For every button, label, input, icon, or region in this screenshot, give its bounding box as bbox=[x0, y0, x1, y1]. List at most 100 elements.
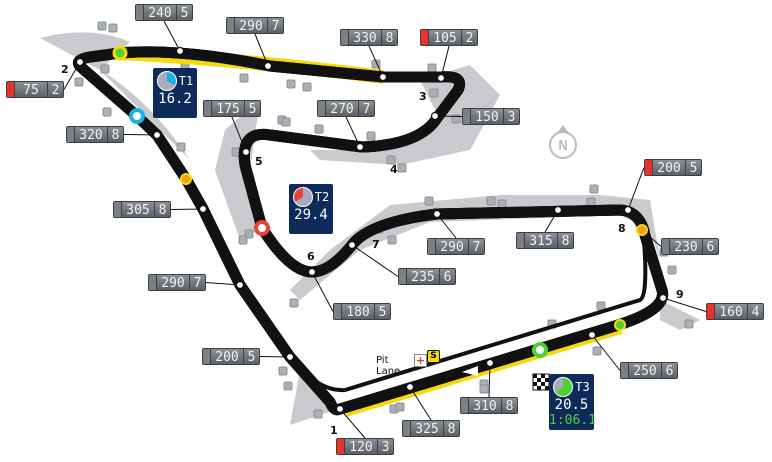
speed-value: 120 bbox=[345, 439, 378, 455]
marker-square bbox=[74, 77, 84, 87]
speed-trap-point bbox=[175, 46, 185, 56]
gear-value: 5 bbox=[180, 6, 189, 21]
marker-square bbox=[397, 163, 407, 173]
marker-square bbox=[238, 235, 248, 245]
leader-line bbox=[662, 297, 707, 312]
turn-6: 6 bbox=[307, 250, 315, 263]
indicator bbox=[621, 363, 629, 378]
leader-line bbox=[544, 209, 559, 233]
finish-marker[interactable] bbox=[532, 342, 548, 358]
marker-green bbox=[112, 45, 128, 61]
speed-trap-point bbox=[378, 72, 388, 82]
speed-trap-point bbox=[405, 382, 415, 392]
leader-line bbox=[163, 20, 181, 52]
gear-value: 8 bbox=[111, 128, 120, 143]
marker-green bbox=[614, 319, 626, 331]
speed-value: 325 bbox=[411, 421, 444, 437]
speed-value: 230 bbox=[670, 239, 703, 255]
gear-value: 5 bbox=[689, 161, 698, 176]
indicator bbox=[463, 109, 471, 124]
marker-square bbox=[366, 131, 376, 141]
gear-value: 6 bbox=[706, 240, 715, 255]
sector-label: T3 bbox=[575, 380, 590, 394]
speed-trap-point bbox=[152, 130, 162, 140]
speed-trap-point bbox=[75, 57, 85, 67]
gear-value: 6 bbox=[443, 270, 452, 285]
marker-square bbox=[427, 63, 437, 73]
marker-square bbox=[302, 82, 312, 92]
indicator bbox=[662, 239, 670, 254]
pit-lane-label: Pit Lane bbox=[376, 355, 401, 377]
leader-line bbox=[339, 408, 366, 439]
leader-line bbox=[254, 33, 269, 67]
sector1-marker[interactable] bbox=[129, 108, 145, 124]
braking-indicator bbox=[7, 82, 15, 97]
speed-value: 270 bbox=[326, 101, 359, 117]
speed-trap-point bbox=[235, 280, 245, 290]
leader-lines bbox=[63, 20, 707, 439]
trap-points bbox=[75, 46, 668, 414]
direction-arrow-icon bbox=[462, 366, 478, 376]
indicator bbox=[203, 349, 211, 364]
marker-square bbox=[497, 199, 507, 209]
gear-value: 5 bbox=[247, 350, 256, 365]
marker-square bbox=[589, 184, 599, 194]
marker-square bbox=[313, 409, 323, 419]
gear-value: 5 bbox=[378, 305, 387, 320]
marker-square bbox=[176, 142, 186, 152]
speed-value: 160 bbox=[715, 304, 748, 320]
speed-trap-point bbox=[430, 111, 440, 121]
leader-line bbox=[205, 282, 241, 286]
speed-trap-point bbox=[285, 352, 295, 362]
speed-value: 290 bbox=[436, 239, 469, 255]
leader-line bbox=[231, 116, 247, 153]
turn-1: 1 bbox=[330, 424, 338, 437]
indicator bbox=[399, 269, 407, 284]
sector2-marker[interactable] bbox=[254, 220, 270, 236]
marker-square bbox=[97, 21, 107, 31]
leader-line bbox=[409, 386, 432, 421]
sector-time: 20.5 bbox=[554, 397, 589, 413]
marker-square bbox=[289, 298, 299, 308]
speed-trap-point bbox=[623, 205, 633, 215]
marker-square bbox=[451, 114, 461, 124]
safety-car-icon: S bbox=[427, 350, 440, 363]
gear-value: 8 bbox=[505, 399, 514, 414]
turn-9: 9 bbox=[676, 288, 684, 301]
indicator bbox=[114, 202, 122, 217]
speed-value: 105 bbox=[429, 30, 462, 46]
gear-value: 8 bbox=[447, 422, 456, 437]
speed-value: 75 bbox=[15, 82, 48, 98]
speed-value: 175 bbox=[212, 101, 245, 117]
marker-square bbox=[667, 265, 677, 275]
gear-value: 7 bbox=[362, 102, 371, 117]
leader-line bbox=[591, 334, 621, 371]
marker-square bbox=[281, 117, 291, 127]
turn-3: 3 bbox=[419, 90, 427, 103]
speed-value: 330 bbox=[349, 30, 382, 46]
speed-trap-point bbox=[355, 142, 365, 152]
